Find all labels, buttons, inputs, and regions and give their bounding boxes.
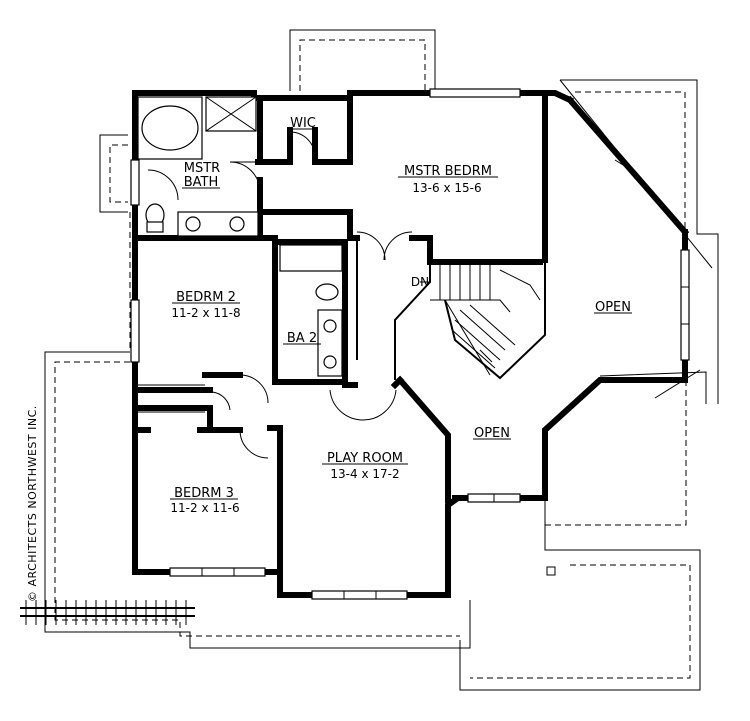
interior-walls xyxy=(132,95,546,575)
bedroom2-label: BEDRM 2 xyxy=(176,290,236,305)
fixtures xyxy=(137,96,343,413)
play-room-dims: 13-4 x 17-2 xyxy=(330,467,399,481)
railing xyxy=(20,600,195,625)
bedroom3-label: BEDRM 3 xyxy=(174,486,234,501)
bath2-label: BA 2 xyxy=(287,331,317,346)
room-labels: WIC MSTR BATH MSTR BEDRM 13-6 x 15-6 BED… xyxy=(170,116,632,515)
play-room-label: PLAY ROOM xyxy=(327,451,403,466)
doors xyxy=(147,131,413,459)
copyright-credit: © ARCHITECTS NORTHWEST INC. xyxy=(26,405,39,602)
bedroom3-dims: 11-2 x 11-6 xyxy=(170,501,239,515)
stair-down-label: DN xyxy=(411,275,429,289)
master-bath-label-line2: BATH xyxy=(184,175,219,190)
open-right-label: OPEN xyxy=(595,300,631,315)
open-center-label: OPEN xyxy=(474,426,510,441)
wic-label: WIC xyxy=(290,116,316,131)
master-bedroom-dims: 13-6 x 15-6 xyxy=(412,181,481,195)
master-bedroom-label: MSTR BEDRM xyxy=(404,164,492,179)
windows xyxy=(130,88,690,600)
bedroom2-dims: 11-2 x 11-8 xyxy=(171,306,240,320)
staircase xyxy=(420,265,541,376)
master-bath-label-line1: MSTR xyxy=(184,161,220,176)
